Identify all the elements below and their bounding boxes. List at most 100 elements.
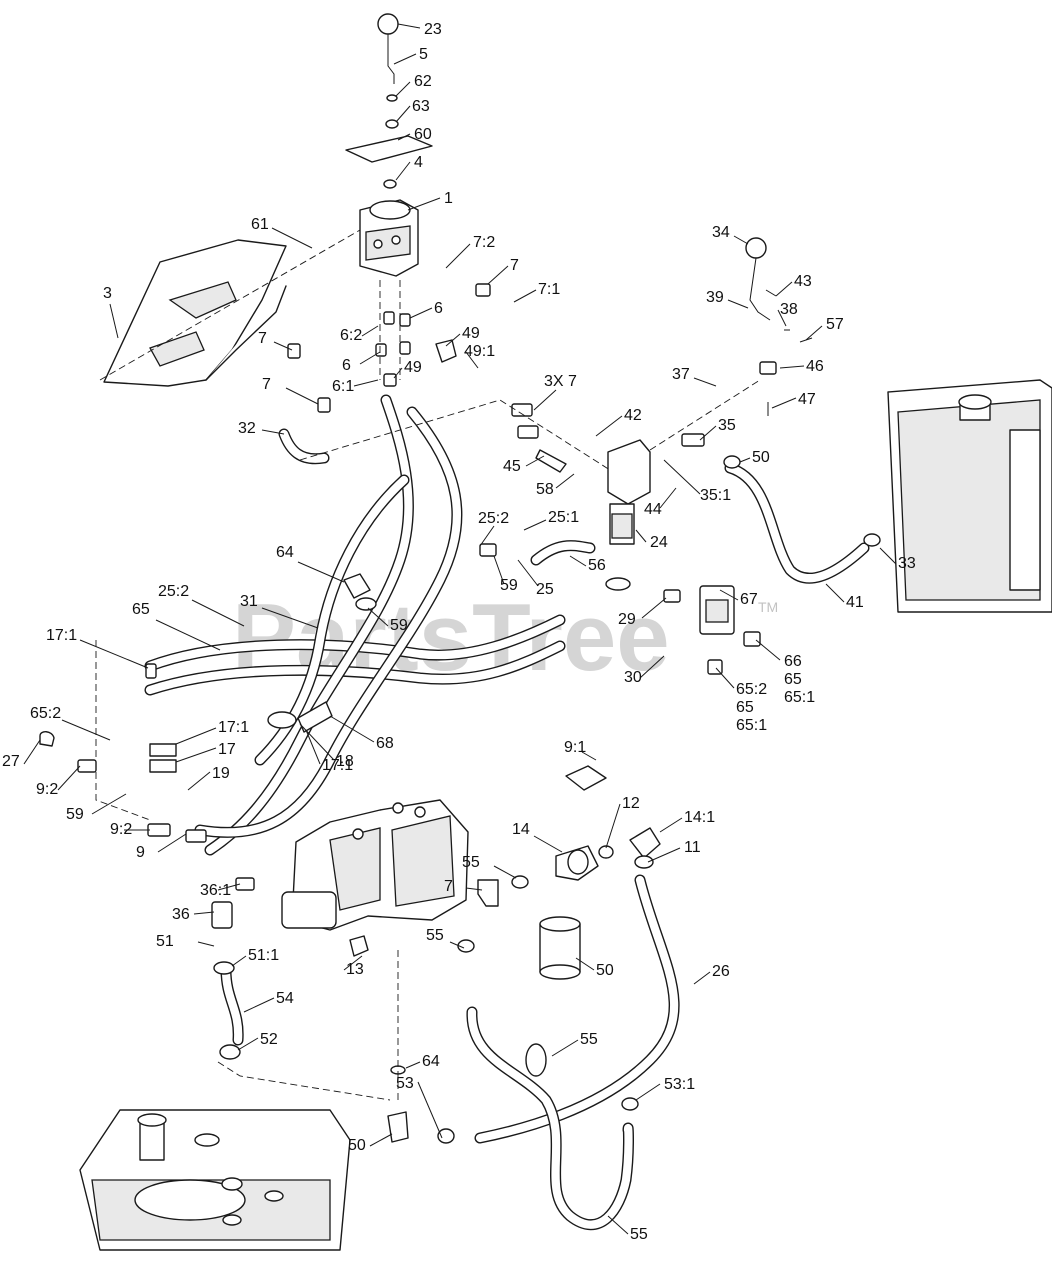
callout-leader bbox=[175, 727, 217, 745]
callout-label: 14:1 bbox=[684, 809, 715, 826]
callout-leader bbox=[647, 847, 681, 863]
callout-label: 17:1 bbox=[46, 627, 77, 644]
reference-lines bbox=[95, 229, 761, 1101]
callout-leader bbox=[635, 529, 647, 543]
control-valve bbox=[359, 199, 419, 277]
callout-label: 61 bbox=[251, 216, 269, 233]
callout-leader bbox=[879, 547, 897, 565]
callout-label: 25:2 bbox=[478, 510, 509, 527]
callout-leader bbox=[739, 457, 751, 463]
callout-label: 59 bbox=[66, 806, 84, 823]
callout-label: 55 bbox=[580, 1031, 598, 1048]
callout-label: 65:1 bbox=[736, 717, 767, 734]
callout-leader bbox=[395, 105, 411, 123]
callout-label: 35:1 bbox=[700, 487, 731, 504]
callout-label: 17:1 bbox=[218, 719, 249, 736]
callout-label: 41 bbox=[846, 594, 864, 611]
callout-label: 14 bbox=[512, 821, 530, 838]
callout-label: 42 bbox=[624, 407, 642, 424]
callout-label: 37 bbox=[672, 366, 690, 383]
callout-leader bbox=[299, 723, 335, 761]
callout-leader bbox=[659, 487, 677, 509]
callout-leader bbox=[57, 765, 81, 791]
callout-label: 30 bbox=[624, 669, 642, 686]
callout-leader bbox=[533, 389, 557, 411]
callout-leader bbox=[409, 307, 433, 319]
callout-label: 38 bbox=[780, 301, 798, 318]
callout-leader bbox=[395, 161, 411, 181]
callout-label: 65 bbox=[132, 601, 150, 618]
oil-filter bbox=[539, 916, 581, 980]
callout-leader bbox=[155, 619, 221, 651]
callout-leader bbox=[805, 325, 823, 341]
callout-label: 53 bbox=[396, 1075, 414, 1092]
callout-label: 5 bbox=[419, 46, 428, 63]
callout-label: 32 bbox=[238, 420, 256, 437]
callout-leader bbox=[513, 289, 537, 303]
callout-label: 7:2 bbox=[473, 234, 495, 251]
callout-leader bbox=[641, 597, 667, 619]
callout-label: 51:1 bbox=[248, 947, 279, 964]
callout-label: 57 bbox=[826, 316, 844, 333]
callout-leader bbox=[393, 367, 403, 379]
callout-label: 7:1 bbox=[538, 281, 560, 298]
callout-leader bbox=[693, 971, 711, 985]
callout-leader bbox=[607, 1215, 629, 1235]
callout-leader bbox=[175, 747, 217, 763]
callout-label: 50 bbox=[596, 962, 614, 979]
knob bbox=[377, 13, 399, 35]
watermark-trademark: TM bbox=[758, 599, 778, 615]
callout-label: 55 bbox=[426, 927, 444, 944]
callout-label: 35 bbox=[718, 417, 736, 434]
callout-label: 36:1 bbox=[200, 882, 231, 899]
callout-label: 9:2 bbox=[36, 781, 58, 798]
callout-label: 29 bbox=[618, 611, 636, 628]
callout-label: 17 bbox=[218, 741, 236, 758]
callout-label: 59 bbox=[500, 577, 518, 594]
callout-label: 50 bbox=[752, 449, 770, 466]
callout-label: 49 bbox=[404, 359, 422, 376]
callout-label: 17:1 bbox=[322, 757, 353, 774]
callout-leader bbox=[487, 265, 509, 285]
callout-label: 45 bbox=[503, 458, 521, 475]
callout-label: 9 bbox=[136, 844, 145, 861]
callout-leader bbox=[243, 997, 275, 1013]
callout-label: 26 bbox=[712, 963, 730, 980]
callout-leader bbox=[273, 341, 293, 351]
callout-label: 49 bbox=[462, 325, 480, 342]
callout-leader bbox=[493, 865, 517, 879]
callout-label: 64 bbox=[422, 1053, 440, 1070]
callout-leader bbox=[575, 957, 595, 971]
callout-leader bbox=[523, 519, 547, 531]
callout-label: 55 bbox=[630, 1226, 648, 1243]
callout-label: 55 bbox=[462, 854, 480, 871]
callout-label: 18 bbox=[336, 753, 354, 770]
callout-label: 39 bbox=[706, 289, 724, 306]
callout-leader bbox=[109, 303, 119, 339]
callout-label: 4 bbox=[414, 154, 423, 171]
callout-label: 13 bbox=[346, 961, 364, 978]
callout-label: 53:1 bbox=[664, 1076, 695, 1093]
callout-leader bbox=[261, 429, 285, 435]
callout-leader bbox=[445, 333, 461, 347]
callout-leader bbox=[157, 833, 187, 853]
callout-leader bbox=[361, 325, 379, 337]
callout-label: 27 bbox=[2, 753, 20, 770]
callout-label: 65 bbox=[736, 699, 754, 716]
callout-leader bbox=[91, 793, 127, 815]
callout-leader bbox=[733, 235, 749, 245]
callout-leader bbox=[397, 133, 411, 141]
callout-label: 49:1 bbox=[464, 343, 495, 360]
callout-leader bbox=[193, 911, 215, 915]
callout-leader bbox=[217, 883, 241, 891]
callout-label: 47 bbox=[798, 391, 816, 408]
callout-label: 3X 7 bbox=[544, 373, 577, 390]
callout-label: 43 bbox=[794, 273, 812, 290]
callout-label: 58 bbox=[536, 481, 554, 498]
callout-leader bbox=[197, 941, 215, 947]
callout-leader bbox=[825, 583, 845, 603]
callout-label: 3 bbox=[103, 285, 112, 302]
callout-label: 6:2 bbox=[340, 327, 362, 344]
filter-head bbox=[555, 845, 599, 881]
callout-leader bbox=[715, 667, 735, 689]
